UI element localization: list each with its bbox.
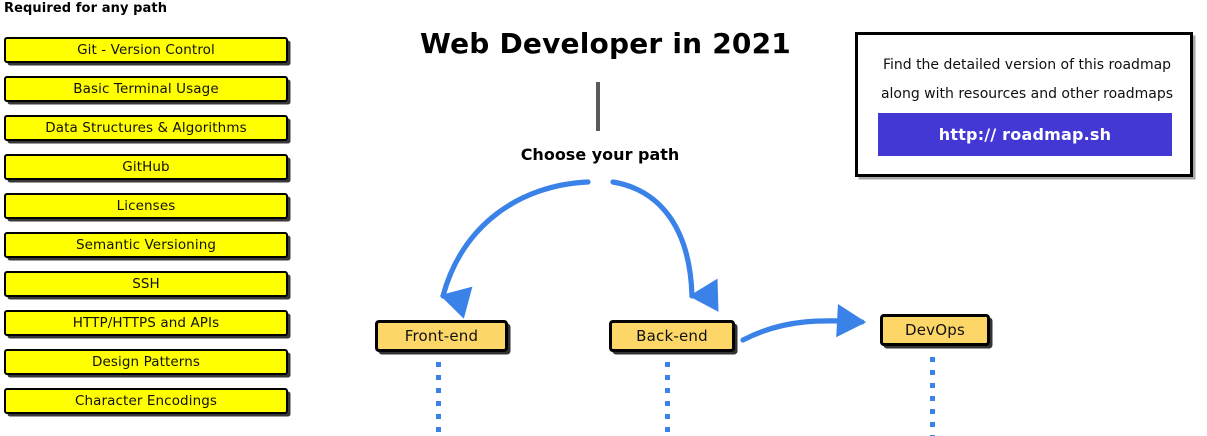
required-item-label: SSH <box>132 276 160 292</box>
required-column: Required for any path Git - Version Cont… <box>0 0 300 436</box>
required-item-character-encodings[interactable]: Character Encodings <box>4 388 288 414</box>
path-continuation-devops <box>930 357 935 436</box>
roadmap-info-box: Find the detailed version of this roadma… <box>855 32 1193 177</box>
path-node-front-end[interactable]: Front-end <box>375 320 508 352</box>
arrow-to-front-end <box>439 179 591 319</box>
required-item-label: Basic Terminal Usage <box>73 81 219 97</box>
required-item-design-patterns[interactable]: Design Patterns <box>4 349 288 375</box>
path-node-label: Front-end <box>404 327 479 345</box>
required-item-licenses[interactable]: Licenses <box>4 193 288 219</box>
arrow-back-end-to-devops <box>740 304 867 343</box>
required-item-ssh[interactable]: SSH <box>4 271 288 297</box>
page-title: Web Developer in 2021 <box>420 27 791 60</box>
required-item-label: Character Encodings <box>74 393 218 409</box>
required-item-http-https-and-apis[interactable]: HTTP/HTTPS and APIs <box>4 310 288 336</box>
required-item-label: Data Structures & Algorithms <box>45 120 247 136</box>
required-item-label: Semantic Versioning <box>75 237 217 253</box>
required-item-label: Git - Version Control <box>77 42 215 58</box>
path-node-label: Back-end <box>636 327 708 345</box>
required-item-label: Licenses <box>116 198 176 214</box>
roadmap-url-button[interactable]: http:// roadmap.sh <box>878 113 1172 156</box>
arrow-to-back-end <box>610 179 719 312</box>
trunk-connector-line <box>596 82 600 131</box>
required-item-semantic-versioning[interactable]: Semantic Versioning <box>4 232 288 258</box>
required-item-data-structures-algorithms[interactable]: Data Structures & Algorithms <box>4 115 288 141</box>
path-continuation-back-end <box>665 362 670 436</box>
required-item-basic-terminal-usage[interactable]: Basic Terminal Usage <box>4 76 288 102</box>
path-node-label: DevOps <box>905 321 965 339</box>
info-box-line-1: Find the detailed version of this roadma… <box>882 57 1172 73</box>
roadmap-url-label: http:// roadmap.sh <box>938 125 1112 144</box>
path-node-devops[interactable]: DevOps <box>880 314 990 346</box>
path-continuation-front-end <box>436 362 441 436</box>
choose-your-path-label: Choose your path <box>520 145 680 164</box>
path-node-back-end[interactable]: Back-end <box>609 320 735 352</box>
required-item-label: GitHub <box>122 159 170 175</box>
required-item-label: HTTP/HTTPS and APIs <box>72 315 220 331</box>
required-item-github[interactable]: GitHub <box>4 154 288 180</box>
info-box-line-2: along with resources and other roadmaps <box>880 86 1174 102</box>
required-column-heading: Required for any path <box>4 1 168 16</box>
required-item-git[interactable]: Git - Version Control <box>4 37 288 63</box>
required-item-label: Design Patterns <box>91 354 200 370</box>
